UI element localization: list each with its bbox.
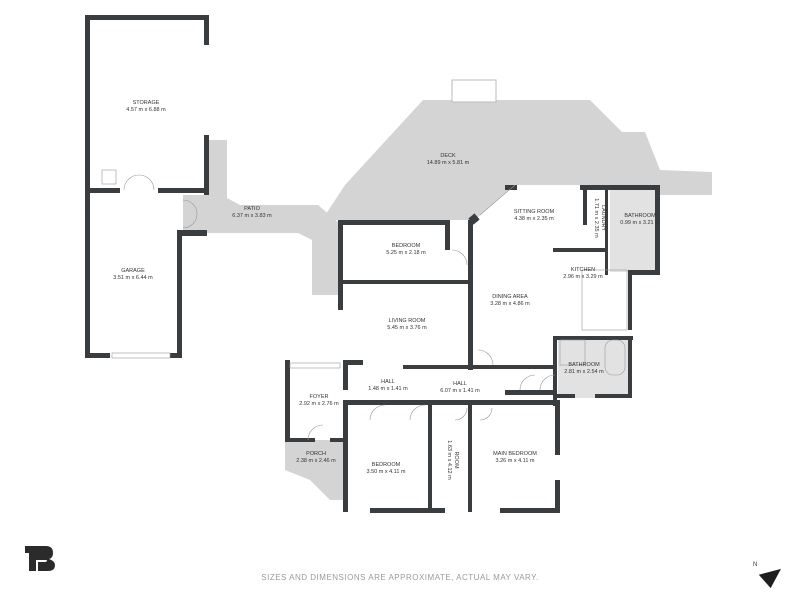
room-size: 14.89 m x 5.81 m — [426, 160, 470, 166]
room-size: 4.57 m x 6.88 m — [126, 107, 166, 113]
room-size: 0.99 m x 3.21 m — [620, 220, 660, 226]
room-name: LIVING ROOM — [388, 318, 426, 324]
room-name: PORCH — [306, 451, 326, 457]
room-name: HALL — [453, 381, 467, 387]
walls — [85, 15, 660, 513]
room-name: MAIN BEDROOM — [493, 451, 537, 457]
bathroom-floor — [610, 187, 655, 272]
room-name: BEDROOM — [371, 462, 401, 468]
room-size: 3.51 m x 6.44 m — [113, 275, 153, 281]
room-name: GARAGE — [121, 268, 145, 274]
room-size: 3.28 m x 4.86 m — [490, 301, 530, 307]
room-size: 2.92 m x 2.76 m — [299, 401, 339, 407]
room-size: 6.07 m x 1.41 m — [440, 388, 480, 394]
room-name: BATHROOM — [624, 213, 656, 219]
room-name: DECK — [440, 153, 456, 159]
room-name: ROOM — [453, 451, 459, 469]
doors-windows — [101, 169, 628, 441]
room-size: 3.26 m x 4.11 m — [495, 458, 535, 464]
room-name: SITTING ROOM — [513, 209, 555, 215]
porch-area — [285, 440, 343, 500]
outdoor-areas — [183, 79, 712, 500]
deck-steps — [451, 79, 497, 103]
room-name: BATHROOM — [568, 362, 600, 368]
room-size: 2.96 m x 3.29 m — [563, 274, 603, 280]
room-size: 4.38 m x 2.35 m — [514, 216, 554, 222]
room-size: 5.25 m x 2.18 m — [386, 250, 426, 256]
bathroom-floor-2 — [558, 336, 630, 398]
room-size: 1.48 m x 1.41 m — [368, 386, 408, 392]
room-name: STORAGE — [132, 100, 160, 106]
room-size: 3.50 m x 4.11 m — [366, 469, 406, 475]
room-size: 5.45 m x 3.76 m — [387, 325, 427, 331]
room-name: FOYER — [309, 394, 329, 400]
room-name: KITCHEN — [570, 267, 596, 273]
room-size: 1.63 m x 4.12 m — [446, 440, 452, 480]
room-size: 6.37 m x 3.83 m — [232, 213, 272, 219]
disclaimer-text: SIZES AND DIMENSIONS ARE APPROXIMATE, AC… — [261, 573, 539, 582]
room-size: 2.81 m x 2.54 m — [564, 369, 604, 375]
deck-area — [322, 100, 712, 220]
room-size: 2.38 m x 2.46 m — [296, 458, 336, 464]
room-name: HALL — [381, 379, 395, 385]
room-name: BEDROOM — [391, 243, 421, 249]
room-size: 1.71 m x 2.35 m — [593, 198, 599, 238]
room-name: LAUNDRY — [600, 204, 606, 232]
room-name: DINING AREA — [492, 294, 528, 300]
patio-area — [183, 140, 338, 295]
room-name: PATIO — [244, 206, 260, 212]
